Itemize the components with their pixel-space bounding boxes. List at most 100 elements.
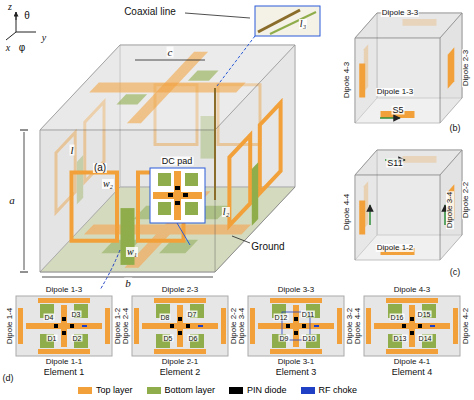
- figure-label: w₂: [102, 179, 114, 189]
- diode-label: D14: [418, 335, 433, 342]
- dc-strip: [153, 192, 202, 199]
- loop-dipole: [260, 103, 281, 193]
- diode-label: D9: [279, 335, 290, 342]
- edge-dipole: [453, 308, 458, 344]
- tick: [20, 130, 28, 131]
- edge-dipole: [38, 349, 90, 354]
- bottom-layer-pad: [185, 202, 198, 215]
- right-face: [440, 150, 462, 260]
- figure-label: l₂: [222, 207, 230, 217]
- edge-dipole: [154, 349, 206, 354]
- coax-outer: [270, 12, 316, 34]
- dipole-label: Dipole 4-4: [343, 193, 351, 231]
- edge-dipole: [270, 349, 322, 354]
- leader-line: [185, 13, 250, 18]
- dipole-label: Dipole 2-4: [122, 307, 130, 345]
- x-axis: [6, 32, 16, 40]
- right-face: [440, 13, 462, 123]
- pin-diode: [175, 186, 180, 190]
- dipole-label: Dipole 2-1: [161, 358, 199, 366]
- dipole-label: Dipole 1-2: [114, 307, 122, 345]
- diode-label: D10: [302, 335, 317, 342]
- element-substrate: [16, 296, 112, 356]
- diode-label: D4: [44, 314, 55, 321]
- legend: Top layer Bottom layer PIN diode RF choke: [78, 386, 357, 395]
- pin-diode: [178, 331, 182, 335]
- pin-diode: [54, 324, 58, 328]
- pin-diode: [294, 317, 298, 321]
- dipole-bar: [359, 201, 365, 235]
- pin-diode: [294, 331, 298, 335]
- element-substrate: [364, 296, 460, 356]
- edge-dipole: [386, 349, 438, 354]
- rf-choke: [314, 325, 319, 327]
- rf-choke: [82, 325, 87, 327]
- figure-label: x: [5, 43, 11, 53]
- pin-diode: [402, 324, 406, 328]
- figure-label: (d): [2, 374, 15, 383]
- pin-diode: [178, 317, 182, 321]
- diode-label: D15: [417, 311, 432, 318]
- diode-label: D13: [393, 335, 408, 342]
- leader-line: [232, 236, 250, 243]
- pin-diode: [418, 324, 422, 328]
- pin-diode: [286, 324, 290, 328]
- legend-item: Bottom layer: [147, 386, 216, 395]
- dipole-label: Dipole 4-3: [343, 61, 351, 99]
- feed-strip: [252, 162, 258, 226]
- edge-dipole: [250, 308, 255, 344]
- dipole-label: Dipole 3-3: [381, 9, 419, 17]
- element-panel: Element 2: [132, 368, 228, 380]
- edge-dipole: [366, 308, 371, 344]
- dipole-label: Dipole 3-4: [446, 191, 454, 229]
- legend-swatch: [78, 387, 92, 394]
- legend-text: Top layer: [96, 386, 133, 395]
- edge-dipole: [134, 308, 139, 344]
- coax-inset: [255, 6, 320, 36]
- dipole-label: Dipole 1-3: [45, 286, 83, 294]
- rf-choke: [430, 325, 435, 327]
- legend-text: RF choke: [319, 386, 358, 395]
- figure-label: (c): [449, 268, 462, 277]
- dipole-label: Dipole 1-2: [376, 244, 414, 252]
- diode-label: D3: [71, 311, 82, 318]
- dipole-label: Dipole 2-2: [230, 307, 238, 345]
- figure-label: (b): [449, 124, 462, 133]
- figure-label: θ: [23, 11, 31, 21]
- pin-diode: [410, 331, 414, 335]
- current-arrow: [369, 205, 371, 225]
- figure-label: l: [69, 145, 74, 156]
- figure-label: DC pad: [161, 157, 194, 166]
- legend-swatch: [301, 387, 315, 394]
- figure-label: c: [167, 47, 174, 58]
- edge-dipole: [18, 308, 23, 344]
- edge-dipole: [38, 298, 90, 303]
- dimension-a: [24, 132, 25, 270]
- dipole-label: Dipole 2-2: [462, 181, 470, 219]
- legend-swatch: [229, 387, 243, 394]
- bottom-layer-pad: [117, 94, 148, 104]
- tick: [20, 272, 28, 273]
- figure-label: S11: [386, 159, 403, 168]
- coaxial-line: [214, 88, 216, 200]
- legend-text: PIN diode: [247, 386, 287, 395]
- pin-diode: [410, 317, 414, 321]
- element-caption: Element 2: [132, 368, 228, 378]
- z-axis-head: [16, 12, 17, 20]
- element-caption: Element 1: [16, 368, 112, 378]
- diode-label: D2: [72, 335, 83, 342]
- pin-diode: [62, 317, 66, 321]
- dipole-label: Dipole 3-2: [346, 307, 354, 345]
- rf-choke: [198, 325, 203, 327]
- edge-dipole: [386, 298, 438, 303]
- top-strip: [89, 82, 246, 92]
- dipole-label: Dipole 3-1: [277, 358, 315, 366]
- legend-item: PIN diode: [229, 386, 287, 395]
- figure-label: z: [7, 2, 13, 12]
- diode-label: D16: [390, 314, 405, 321]
- edge-dipole: [154, 298, 206, 303]
- diode-label: D12: [274, 314, 289, 321]
- diode-label: D5: [163, 335, 174, 342]
- pin-diode: [170, 324, 174, 328]
- dipole-label: Dipole 3-3: [277, 286, 315, 294]
